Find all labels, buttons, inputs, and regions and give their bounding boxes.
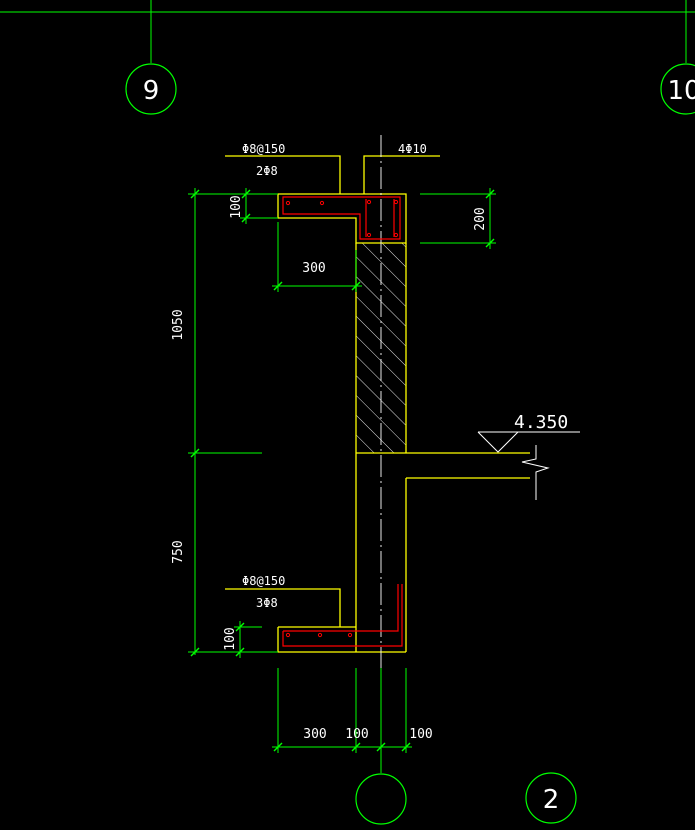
- top-leader-right: [363, 155, 440, 194]
- top-beam-stirrup: [282, 196, 401, 240]
- dim-wall-offset: 100: [409, 727, 432, 742]
- bottom-leader: [225, 588, 341, 627]
- axis-bubble-9: [125, 63, 177, 115]
- rebar-dot: [319, 200, 325, 206]
- rebar-dot: [366, 232, 372, 238]
- bottom-stirrup-label: Φ8@150: [242, 574, 285, 588]
- axis-lines: [0, 0, 695, 773]
- axis-bubble-10: [660, 63, 695, 115]
- axis-bubbles: [125, 63, 695, 825]
- rebar-dot: [347, 632, 353, 638]
- rebar-dot: [393, 232, 399, 238]
- dim-bottom-overhang: 300: [303, 727, 326, 742]
- elevation-label: 4.350: [514, 412, 568, 433]
- rebar-dot: [366, 199, 372, 205]
- dimension-ticks: [190, 189, 495, 752]
- dim-upper-height: 1050: [171, 309, 186, 340]
- bottom-slab-rebar: [282, 584, 403, 647]
- dim-wall-thickness: 100: [345, 727, 368, 742]
- axis-label-9: 9: [143, 76, 160, 106]
- bottom-bars-label: 3Φ8: [256, 596, 278, 610]
- rebar-dot: [317, 632, 323, 638]
- dim-lower-height: 750: [171, 540, 186, 563]
- axis-bubble-bottom: [355, 773, 407, 825]
- top-leader-left: [225, 155, 341, 194]
- rebar-dot: [285, 200, 291, 206]
- dim-top-overhang: 300: [302, 261, 325, 276]
- dim-top-beam-depth: 200: [473, 207, 488, 230]
- rebar: [282, 196, 403, 647]
- top-beam-outline: [277, 193, 407, 244]
- axis-label-10: 10: [667, 76, 695, 106]
- top-main-bars-label: 4Φ10: [398, 142, 427, 156]
- axis-label-2: 2: [543, 785, 560, 815]
- elevation-triangle: [477, 431, 519, 453]
- axis-bubble-2: [525, 772, 577, 824]
- top-stirrup-label: Φ8@150: [242, 142, 285, 156]
- rebar-dot: [393, 199, 399, 205]
- rebar-dots: [285, 199, 399, 638]
- top-bottom-bars-label: 2Φ8: [256, 164, 278, 178]
- rebar-dot: [285, 632, 291, 638]
- dim-top-slab-thickness: 100: [229, 195, 244, 218]
- slab-break-line: [521, 445, 550, 500]
- dim-bottom-slab-thickness: 100: [223, 627, 238, 650]
- section-outline: [225, 155, 530, 653]
